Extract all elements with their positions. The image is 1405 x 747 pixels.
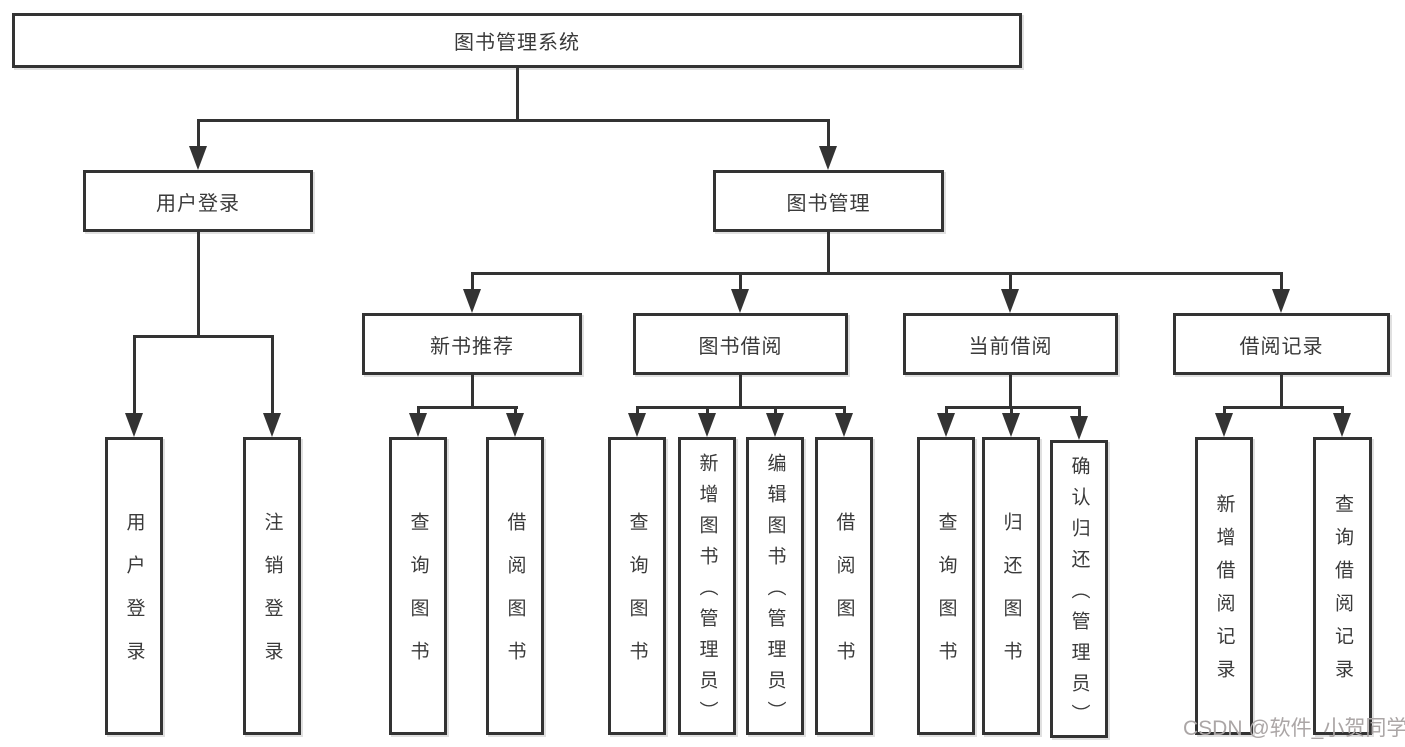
node-leaf-query-book-2-label: 查询图书 — [626, 512, 648, 684]
arrow-to-return-book — [1002, 406, 1020, 437]
node-leaf-user-login-label: 用户登录 — [123, 512, 145, 684]
node-leaf-user-login: 用户登录 — [105, 437, 163, 735]
connector-borrow-record-rail — [1222, 406, 1344, 409]
connector-borrow-record-stub — [1279, 375, 1283, 409]
node-leaf-add-book-label: 新增图书（管理员） — [696, 452, 718, 732]
csdn-watermark: CSDN @软件_小贺同学 — [1183, 717, 1405, 740]
node-root-label: 图书管理系统 — [454, 32, 580, 54]
arrow-to-book-mgmt — [819, 119, 837, 170]
node-leaf-return-book-label: 归还图书 — [1000, 512, 1022, 684]
connector-root-stub — [515, 68, 519, 122]
node-book-borrow: 图书借阅 — [633, 313, 848, 375]
arrow-to-query-record — [1333, 406, 1351, 437]
connector-new-book-rec-stub — [470, 375, 474, 409]
connector-book-borrow-stub — [738, 375, 742, 409]
node-leaf-edit-book-label: 编辑图书（管理员） — [764, 452, 786, 732]
arrow-to-leaf-logout — [263, 335, 281, 437]
arrow-to-edit-book — [766, 406, 784, 437]
node-new-book-rec-label: 新书推荐 — [430, 335, 514, 358]
node-leaf-borrow-book-1: 借阅图书 — [486, 437, 544, 735]
arrow-to-add-record — [1215, 406, 1233, 437]
arrow-to-query-book-2 — [628, 406, 646, 437]
arrow-to-borrow-record — [1272, 272, 1290, 313]
node-root: 图书管理系统 — [12, 13, 1022, 68]
node-leaf-query-book-3: 查询图书 — [917, 437, 975, 735]
node-new-book-rec: 新书推荐 — [362, 313, 582, 375]
connector-book-borrow-rail — [635, 406, 846, 409]
arrow-to-new-book-rec — [463, 272, 481, 313]
node-leaf-query-record-label: 查询借阅记录 — [1332, 494, 1353, 692]
node-current-borrow-label: 当前借阅 — [968, 335, 1053, 358]
connector-new-book-rec-rail — [416, 406, 518, 409]
node-leaf-borrow-book-2: 借阅图书 — [815, 437, 873, 735]
arrow-to-leaf-user-login — [125, 335, 143, 437]
node-leaf-query-book-3-label: 查询图书 — [935, 512, 957, 684]
node-book-mgmt-label: 图书管理 — [786, 192, 871, 215]
arrow-to-add-book — [698, 406, 716, 437]
node-leaf-query-book-1: 查询图书 — [389, 437, 447, 735]
node-book-mgmt: 图书管理 — [713, 170, 944, 232]
arrow-to-user-login — [189, 119, 207, 170]
node-leaf-borrow-book-2-label: 借阅图书 — [833, 512, 855, 684]
arrow-to-confirm-return — [1070, 406, 1088, 440]
node-borrow-record: 借阅记录 — [1173, 313, 1390, 375]
arrow-to-query-book-1 — [409, 406, 427, 437]
connector-book-mgmt-rail — [470, 272, 1283, 275]
connector-current-borrow-stub — [1008, 375, 1012, 409]
node-leaf-borrow-book-1-label: 借阅图书 — [504, 512, 526, 684]
node-leaf-logout-label: 注销登录 — [261, 512, 283, 684]
node-leaf-query-record: 查询借阅记录 — [1313, 437, 1372, 735]
arrow-to-borrow-book-1 — [506, 406, 524, 437]
connector-root-rail — [196, 119, 830, 122]
node-leaf-confirm-return: 确认归还（管理员） — [1050, 440, 1108, 738]
arrow-to-current-borrow — [1001, 272, 1019, 313]
connector-user-login-rail — [132, 335, 274, 338]
arrow-to-query-book-3 — [937, 406, 955, 437]
node-borrow-record-label: 借阅记录 — [1239, 335, 1324, 358]
node-book-borrow-label: 图书借阅 — [698, 335, 783, 358]
node-current-borrow: 当前借阅 — [903, 313, 1118, 375]
arrow-to-borrow-book-2 — [835, 406, 853, 437]
arrow-to-book-borrow — [731, 272, 749, 313]
node-user-login-label: 用户登录 — [156, 192, 240, 215]
connector-book-mgmt-stub — [827, 232, 830, 275]
node-leaf-query-book-1-label: 查询图书 — [407, 512, 429, 684]
connector-user-login-stub — [196, 232, 200, 338]
node-user-login: 用户登录 — [83, 170, 313, 232]
node-leaf-return-book: 归还图书 — [982, 437, 1040, 735]
node-leaf-add-book: 新增图书（管理员） — [678, 437, 736, 735]
node-leaf-add-record: 新增借阅记录 — [1195, 437, 1253, 735]
node-leaf-logout: 注销登录 — [243, 437, 301, 735]
node-leaf-query-book-2: 查询图书 — [608, 437, 666, 735]
node-leaf-confirm-return-label: 确认归还（管理员） — [1068, 455, 1090, 735]
connector-current-borrow-rail — [944, 406, 1081, 409]
node-leaf-add-record-label: 新增借阅记录 — [1213, 494, 1235, 692]
node-leaf-edit-book: 编辑图书（管理员） — [746, 437, 804, 735]
